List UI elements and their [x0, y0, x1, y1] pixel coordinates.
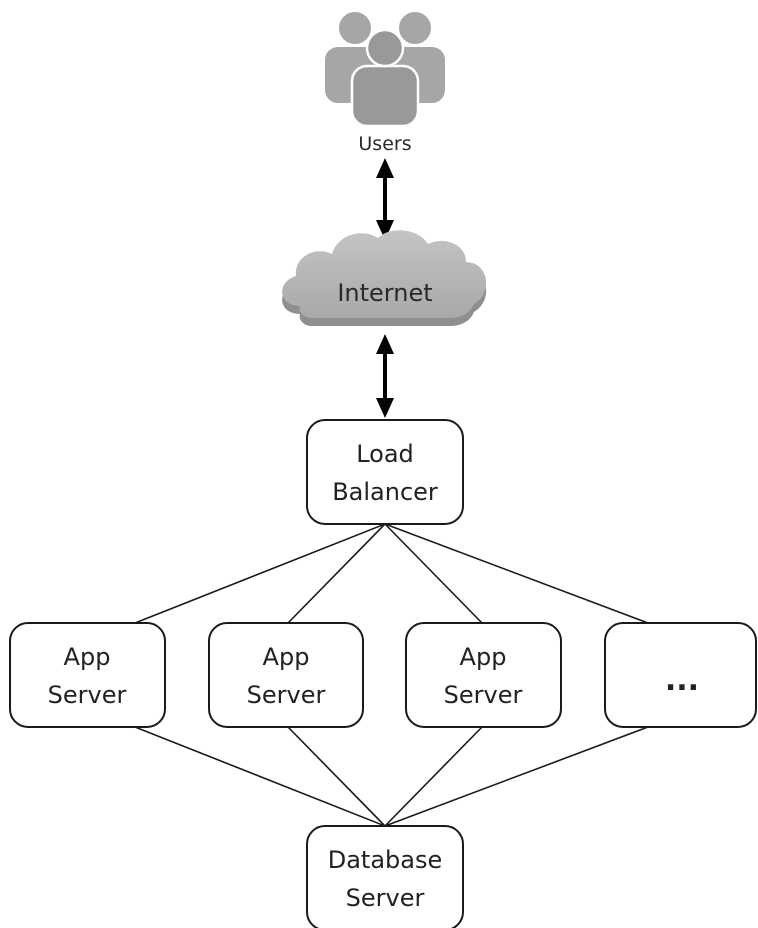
loadbalancer-links	[134, 523, 649, 624]
app-server-label-line2: Server	[444, 681, 523, 709]
link-lb-app2	[287, 523, 386, 624]
users-label: Users	[358, 133, 411, 155]
database-server-label-line1: Database	[328, 846, 443, 874]
link-app2-db	[287, 726, 386, 827]
app-server-node: App Server	[208, 622, 364, 728]
app-server-node: App Server	[9, 622, 166, 728]
load-balancer-node: Load Balancer	[306, 419, 464, 525]
users-icon	[323, 10, 447, 128]
app-server-node: App Server	[405, 622, 562, 728]
database-server-label-line2: Server	[346, 884, 425, 912]
link-lb-app1	[134, 523, 386, 624]
database-links	[134, 726, 649, 827]
users-internet-arrow	[376, 158, 394, 240]
link-more-db	[384, 726, 649, 827]
internet-cloud-icon	[282, 230, 487, 326]
app-server-label-line1: App	[263, 643, 310, 671]
app-server-label-line1: App	[460, 643, 507, 671]
app-server-label-line2: Server	[48, 681, 127, 709]
load-balancer-label-line1: Load	[356, 440, 414, 468]
more-servers-label: ...	[665, 663, 699, 698]
link-lb-more	[384, 523, 649, 624]
app-server-label-line2: Server	[247, 681, 326, 709]
internet-loadbalancer-arrow	[376, 334, 394, 418]
database-server-node: Database Server	[306, 825, 464, 928]
internet-label: Internet	[337, 279, 432, 307]
link-app3-db	[384, 726, 483, 827]
load-balancer-label-line2: Balancer	[332, 478, 438, 506]
link-lb-app3	[384, 523, 483, 624]
link-app1-db	[134, 726, 386, 827]
app-server-label-line1: App	[64, 643, 111, 671]
more-servers-node: ...	[604, 622, 757, 728]
